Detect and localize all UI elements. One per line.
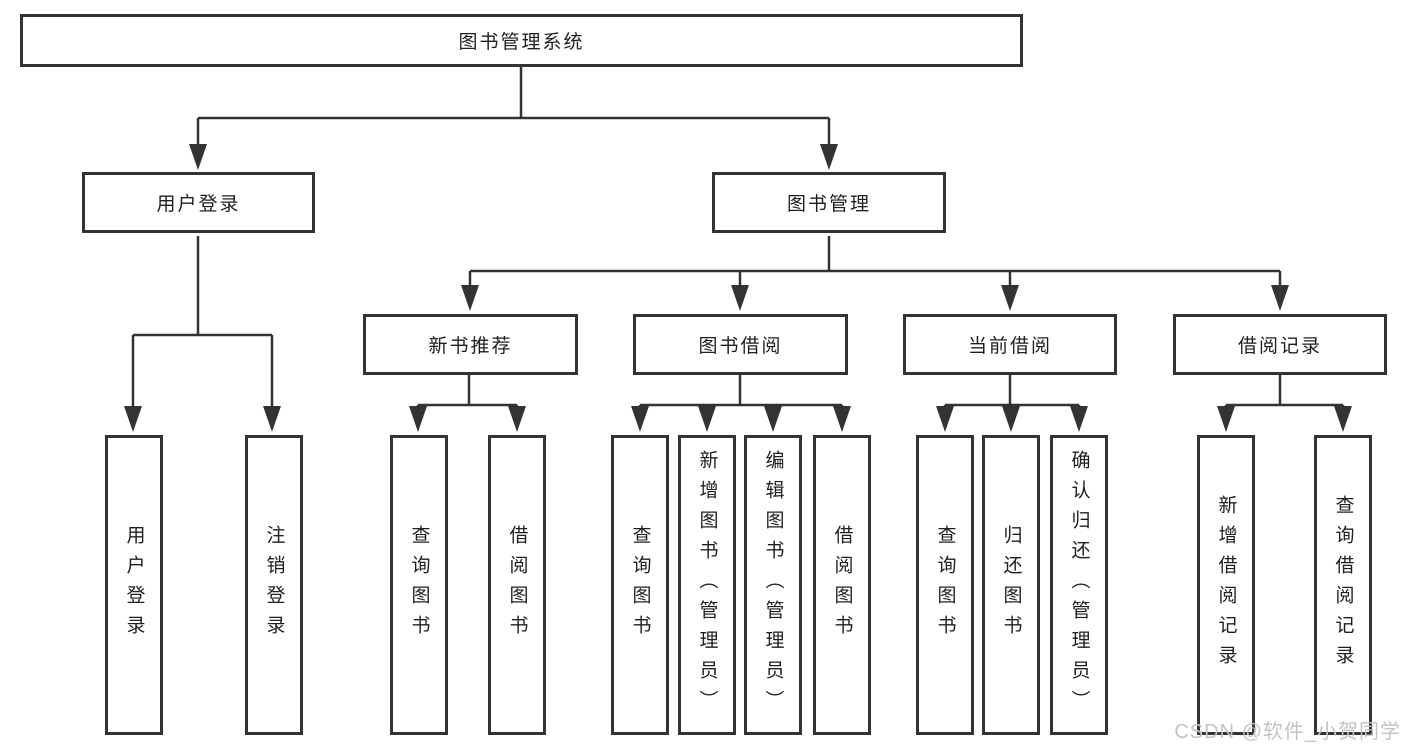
leaf-query-books-borrowing: 查询图书	[611, 435, 669, 735]
csdn-watermark: CSDN @软件_小贺同学	[1174, 721, 1401, 743]
leaf-query-books-recommendation: 查询图书	[390, 435, 448, 735]
leaf-user-login: 用户登录	[105, 435, 163, 735]
node-current-borrowing: 当前借阅	[903, 314, 1117, 375]
node-book-management: 图书管理	[712, 172, 946, 233]
node-book-borrowing: 图书借阅	[633, 314, 848, 375]
node-user-login: 用户登录	[82, 172, 315, 233]
leaf-add-books-admin: 新增图书（管理员）	[678, 435, 736, 735]
node-borrowing-records: 借阅记录	[1173, 314, 1387, 375]
node-book-management-system: 图书管理系统	[20, 14, 1023, 67]
leaf-query-borrowing-record: 查询借阅记录	[1314, 435, 1372, 735]
leaf-logout: 注销登录	[245, 435, 303, 735]
node-new-book-recommendation: 新书推荐	[363, 314, 578, 375]
leaf-borrow-books-recommendation: 借阅图书	[488, 435, 546, 735]
leaf-edit-books-admin: 编辑图书（管理员）	[744, 435, 802, 735]
leaf-add-borrowing-record: 新增借阅记录	[1197, 435, 1255, 735]
arrowheads	[124, 144, 1352, 432]
leaf-return-books: 归还图书	[982, 435, 1040, 735]
leaf-confirm-return-admin: 确认归还（管理员）	[1050, 435, 1108, 735]
leaf-borrow-books: 借阅图书	[813, 435, 871, 735]
leaf-query-books-current: 查询图书	[916, 435, 974, 735]
